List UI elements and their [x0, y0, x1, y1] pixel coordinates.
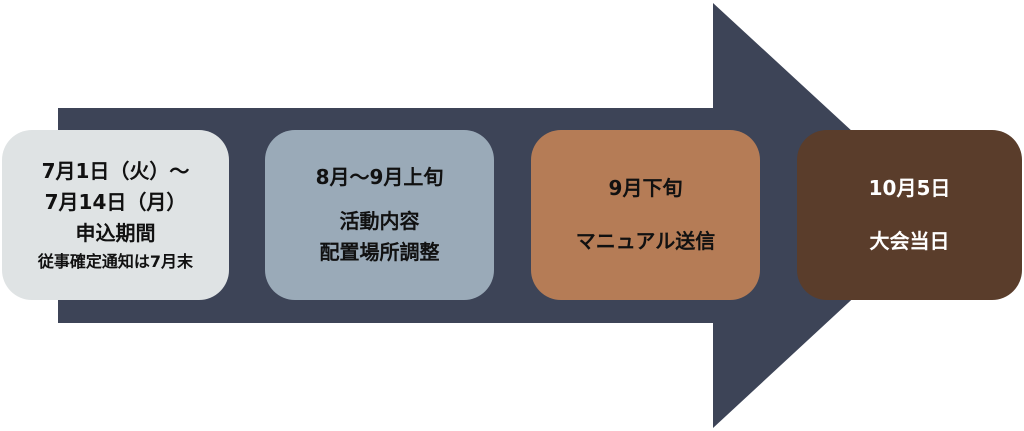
step-3-line-1: 9月下旬: [608, 176, 683, 200]
step-1-line-3: 申込期間: [75, 220, 156, 245]
step-2-line-3: 配置場所調整: [319, 240, 440, 264]
step-4-line-2: 大会当日: [869, 229, 950, 253]
step-1-line-2: 7月14日（月）: [44, 189, 187, 214]
step-event-day: 10月5日 大会当日: [797, 130, 1022, 300]
step-1-note: 従事確定通知は7月末: [37, 251, 194, 271]
step-2-line-1: 8月～9月上旬: [315, 165, 444, 189]
step-4-line-1: 10月5日: [868, 176, 951, 200]
timeline-arrow-shape: [58, 3, 943, 428]
step-application-period: 7月1日（火）～ 7月14日（月） 申込期間 従事確定通知は7月末: [2, 130, 229, 300]
step-3-line-2: マニュアル送信: [575, 229, 716, 253]
step-2-line-2: 活動内容: [339, 209, 420, 233]
step-arrangement: 8月～9月上旬 活動内容 配置場所調整: [265, 130, 494, 300]
step-1-line-1: 7月1日（火）～: [41, 158, 190, 183]
step-manual-delivery: 9月下旬 マニュアル送信: [531, 130, 760, 300]
